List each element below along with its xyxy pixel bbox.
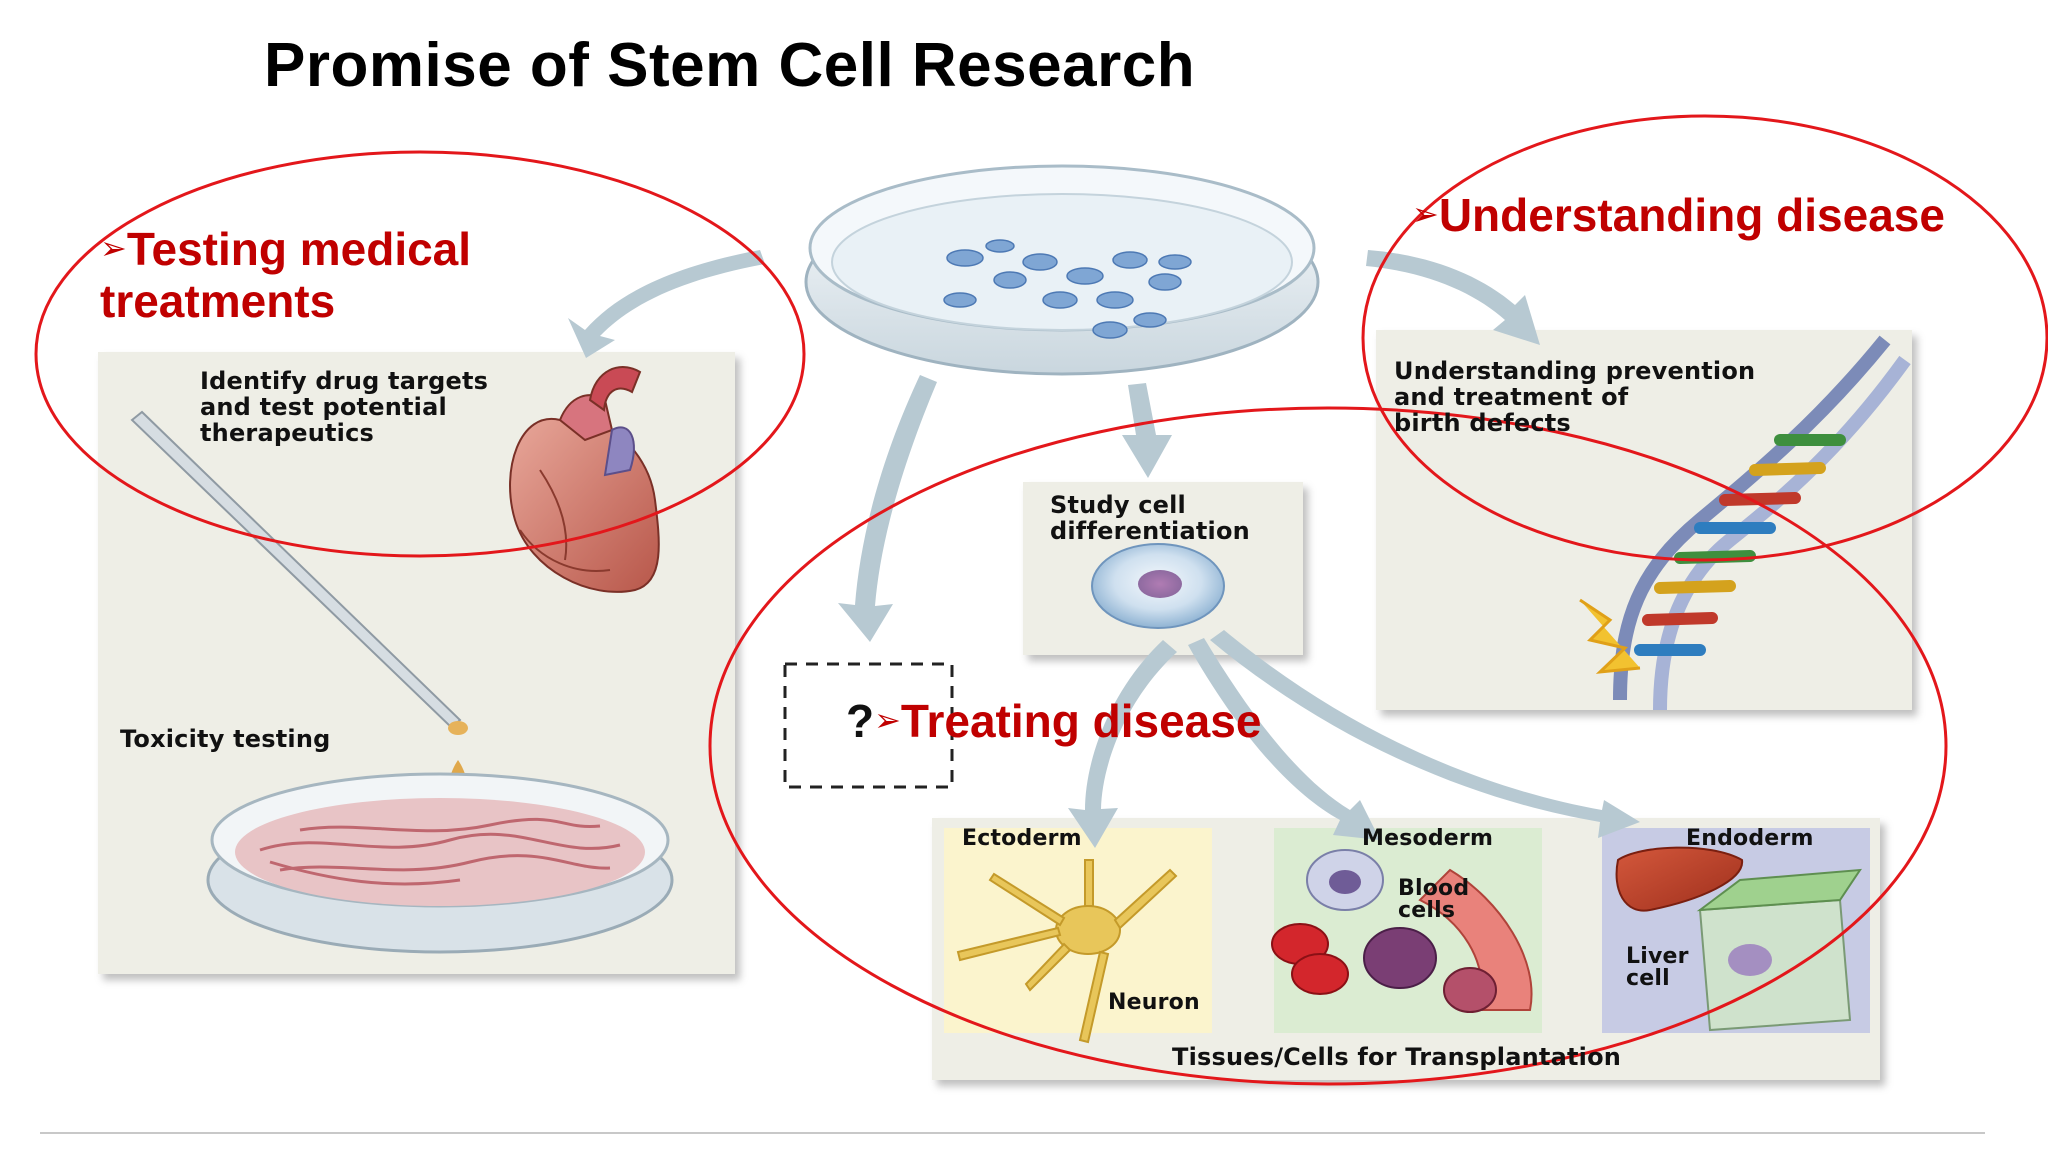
unknown-outcome-box <box>783 662 954 789</box>
dna-illustration <box>1579 335 1911 711</box>
drug-targets-label: Identify drug targets and test potential… <box>200 368 488 446</box>
pipette-illustration <box>130 410 468 795</box>
testing-callout-line2: treatments <box>100 275 336 327</box>
blood-cells-illustration <box>1271 849 1533 1013</box>
blood-cells-line2: cells <box>1398 898 1456 923</box>
stem-cell-petri-dish <box>804 164 1320 376</box>
differentiation-line1: Study cell <box>1050 491 1186 519</box>
heart-illustration <box>509 366 660 593</box>
understanding-callout: ➢Understanding disease <box>1412 188 1945 241</box>
highlight-circles <box>34 114 2048 1086</box>
endoderm-label: Endoderm <box>1686 826 1814 851</box>
ectoderm-label: Ectoderm <box>962 826 1082 851</box>
liver-cell-line2: cell <box>1626 966 1670 991</box>
birth-defects-label: Understanding prevention and treatment o… <box>1394 358 1755 436</box>
stem-cell-illustration <box>1091 543 1225 629</box>
birth-defects-line1: Understanding prevention <box>1394 357 1756 385</box>
birth-defects-line3: birth defects <box>1394 409 1571 437</box>
footer-divider <box>40 1132 1985 1134</box>
birth-defects-line2: and treatment of <box>1394 383 1629 411</box>
treating-callout: ?➢Treating disease <box>846 694 1261 747</box>
blood-cells-line1: Blood <box>1398 876 1470 901</box>
testing-callout-line1: Testing medical <box>126 223 472 275</box>
arrow-bullet-icon: ➢ <box>874 702 901 738</box>
understanding-callout-text: Understanding disease <box>1438 189 1945 241</box>
mesoderm-label: Mesoderm <box>1362 826 1494 851</box>
testing-callout: ➢Testing medical treatments <box>100 222 471 327</box>
toxicity-testing-label: Toxicity testing <box>120 725 331 753</box>
treating-callout-text: Treating disease <box>900 695 1262 747</box>
liver-cell-line1: Liver <box>1626 944 1689 969</box>
neuron-label: Neuron <box>1108 990 1200 1015</box>
arrow-bullet-icon: ➢ <box>100 230 127 266</box>
differentiation-label: Study cell differentiation <box>1050 492 1250 544</box>
toxicity-petri-dish <box>206 772 674 954</box>
liver-cell-label: Liver cell <box>1626 946 1689 990</box>
arrow-bullet-icon: ➢ <box>1412 196 1439 232</box>
testing-highlight-circle <box>34 150 806 558</box>
blood-cells-label: Blood cells <box>1398 878 1469 922</box>
question-mark-icon: ? <box>846 695 875 747</box>
differentiation-line2: differentiation <box>1050 517 1250 545</box>
treating-highlight-circle <box>708 406 1948 1086</box>
slide-title: Promise of Stem Cell Research <box>264 31 1196 100</box>
transplant-caption: Tissues/Cells for Transplantation <box>1172 1043 1622 1071</box>
liver-illustration <box>1615 846 1862 1032</box>
understanding-highlight-circle <box>1361 114 2048 562</box>
drug-targets-line3: therapeutics <box>200 419 375 447</box>
neuron-illustration <box>956 859 1178 1044</box>
drug-targets-line2: and test potential <box>200 393 447 421</box>
drug-targets-line1: Identify drug targets <box>200 367 489 395</box>
